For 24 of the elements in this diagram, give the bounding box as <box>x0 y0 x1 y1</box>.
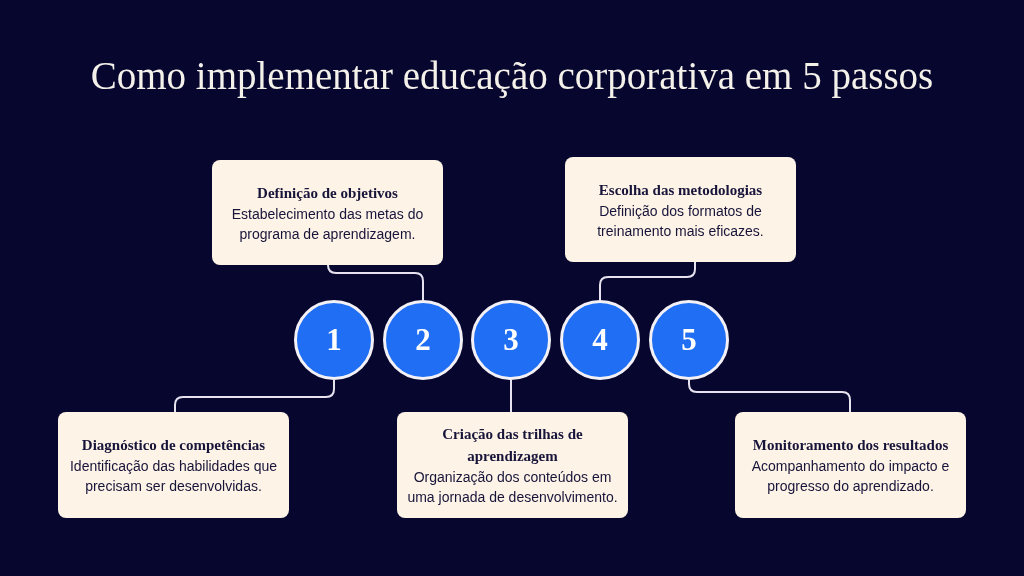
card-description: Organização dos conteúdos em uma jornada de desenvolvimento. <box>406 468 619 507</box>
step-number: 2 <box>415 323 431 357</box>
card-heading: Diagnóstico de competências <box>80 436 267 455</box>
connector-line <box>688 379 851 413</box>
card-heading: Monitoramento dos resultados <box>751 436 950 455</box>
card-description: Identificação das habilidades que precisam ser desenvolvidas. <box>68 457 278 496</box>
card-description: Definição dos formatos de treinamento mais eficazes. <box>596 201 765 241</box>
step-number: 3 <box>503 323 519 357</box>
step-number: 4 <box>592 323 608 357</box>
step-card <box>565 157 796 262</box>
step-number: 1 <box>326 323 342 357</box>
step-card <box>58 412 289 518</box>
card-heading: Escolha das metodologias <box>597 180 764 200</box>
connector-line <box>510 379 512 413</box>
step-card <box>212 160 443 265</box>
diagram-title: Como implementar educação corporativa em 5 passos <box>90 54 934 97</box>
step-number: 5 <box>681 323 697 357</box>
step-card <box>397 412 628 518</box>
card-heading: Criação das trilhas de aprendizagem <box>441 425 584 466</box>
step-card <box>735 412 966 518</box>
card-heading: Definição de objetivos <box>256 183 399 203</box>
card-description: Acompanhamento do impacto e progresso do aprendizado. <box>750 457 951 496</box>
connector-line <box>327 264 424 301</box>
card-description: Estabelecimento das metas do programa de aprendizagem. <box>230 204 425 244</box>
